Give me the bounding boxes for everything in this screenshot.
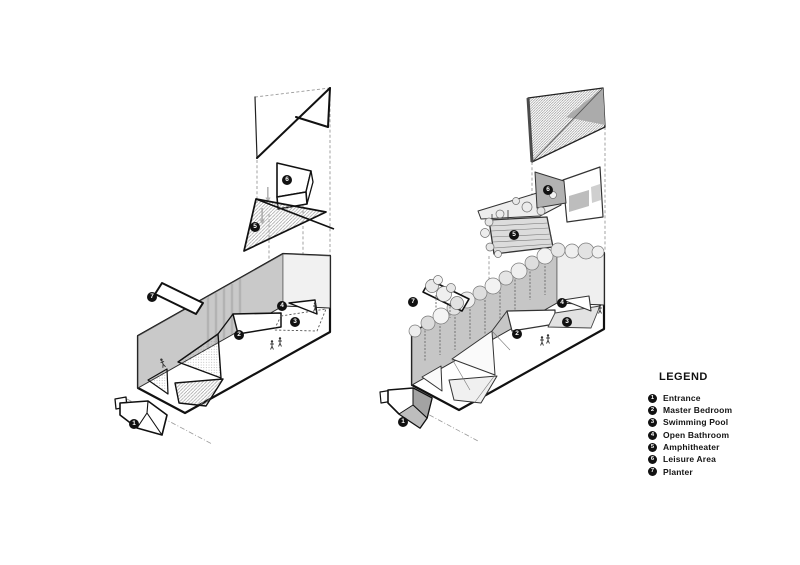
legend-item-label: Open Bathroom xyxy=(663,429,730,440)
left-entrance xyxy=(114,396,168,436)
diagram-marker-right-4: 4 xyxy=(557,298,567,308)
right-bathroom xyxy=(562,295,592,312)
left-planter-bar xyxy=(154,282,204,315)
right-cluster-trees xyxy=(480,191,557,258)
diagram-marker-right-2: 2 xyxy=(512,329,522,339)
right-terrace-ramp xyxy=(448,375,498,404)
legend-item-leisure-area: 6 Leisure Area xyxy=(646,453,791,465)
right-leisure-cluster xyxy=(477,166,604,258)
diagram-marker-left-4: 4 xyxy=(277,301,287,311)
ground-line-right xyxy=(393,395,479,442)
legend-title: LEGEND xyxy=(659,371,708,383)
legend-number-badge: 2 xyxy=(648,405,657,415)
right-wall-tree-canopies xyxy=(408,242,605,338)
legend-item-label: Amphitheater xyxy=(663,442,720,453)
diagram-marker-right-3: 3 xyxy=(562,317,572,327)
legend-item-label: Swimming Pool xyxy=(663,417,729,428)
left-roof-plane xyxy=(254,87,331,159)
diagram-marker-right-5: 5 xyxy=(509,230,519,240)
legend-item-open-bathroom: 4 Open Bathroom xyxy=(646,429,791,441)
legend-number-badge: 3 xyxy=(648,418,657,428)
legend-number-badge: 7 xyxy=(648,467,657,477)
diagram-marker-left-3: 3 xyxy=(290,317,300,327)
legend-item-swimming-pool: 3 Swimming Pool xyxy=(646,417,791,429)
legend-item-planter: 7 Planter xyxy=(646,466,791,478)
legend-item-label: Entrance xyxy=(663,392,701,403)
right-terrace-small-triangle xyxy=(421,365,443,392)
legend-item-entrance: 1 Entrance xyxy=(646,392,791,404)
legend-number-badge: 4 xyxy=(648,430,657,440)
legend-item-amphitheater: 5 Amphitheater xyxy=(646,441,791,453)
diagram-marker-right-6: 6 xyxy=(543,185,553,195)
legend-number-badge: 1 xyxy=(648,393,657,403)
diagram-marker-left-1: 1 xyxy=(129,419,139,429)
legend-number-badge: 6 xyxy=(648,455,657,465)
left-terrace-ramp xyxy=(174,378,224,407)
construction-lines-left xyxy=(254,87,331,270)
diagram-marker-left-7: 7 xyxy=(147,292,157,302)
diagram-marker-right-7: 7 xyxy=(408,297,418,307)
right-terrace-triangle xyxy=(451,330,496,376)
legend-item-label: Planter xyxy=(663,466,693,477)
left-bathroom xyxy=(288,299,318,315)
right-planter xyxy=(422,275,470,318)
legend: LEGEND 1 Entrance 2 Master Bedroom 3 Swi… xyxy=(646,372,791,478)
legend-item-label: Leisure Area xyxy=(663,454,716,465)
diagram-marker-left-6: 6 xyxy=(282,175,292,185)
legend-item-master-bedroom: 2 Master Bedroom xyxy=(646,404,791,416)
ground-line-left xyxy=(126,398,213,445)
diagram-marker-left-2: 2 xyxy=(234,330,244,340)
left-terrace-small-triangle xyxy=(147,368,169,395)
left-bedroom-platform xyxy=(232,312,282,335)
diagram-marker-left-5: 5 xyxy=(250,222,260,232)
legend-number-badge: 5 xyxy=(648,442,657,452)
diagram-marker-right-1: 1 xyxy=(398,417,408,427)
legend-item-label: Master Bedroom xyxy=(663,405,733,416)
left-terrace-triangle xyxy=(177,333,222,379)
right-wall-vines xyxy=(424,259,546,362)
right-entrance xyxy=(379,387,433,429)
right-roof-plane xyxy=(526,87,606,163)
